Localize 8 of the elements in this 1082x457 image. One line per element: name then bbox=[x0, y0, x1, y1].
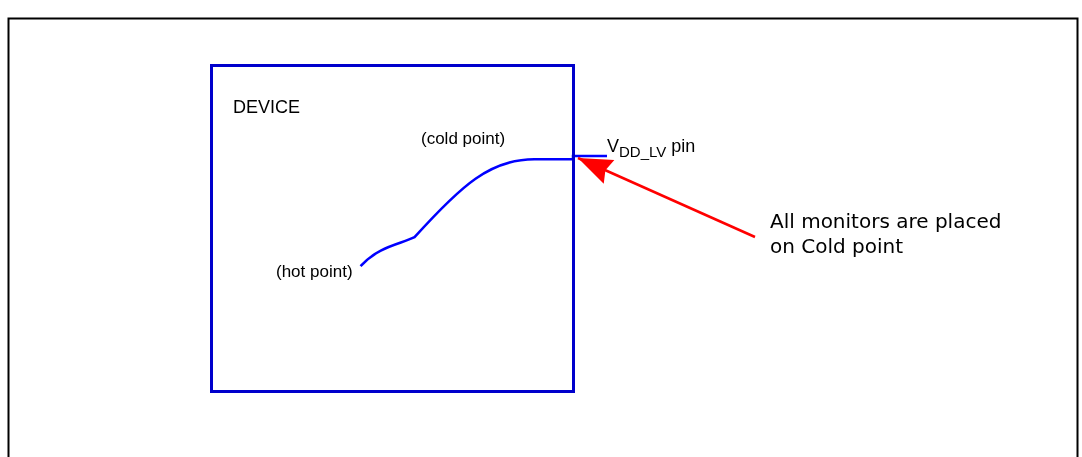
trace-line bbox=[359, 154, 607, 268]
device-box bbox=[210, 64, 575, 393]
note-text: All monitors are placed on Cold point bbox=[770, 209, 1020, 259]
pin-label: V$_{DD_LV}$ pin bbox=[607, 136, 696, 161]
point-label: (cold point) bbox=[421, 129, 506, 150]
trace-line bbox=[577, 156, 756, 239]
point-label: (hot point) bbox=[276, 262, 353, 283]
device-label: DEVICE bbox=[233, 97, 301, 119]
